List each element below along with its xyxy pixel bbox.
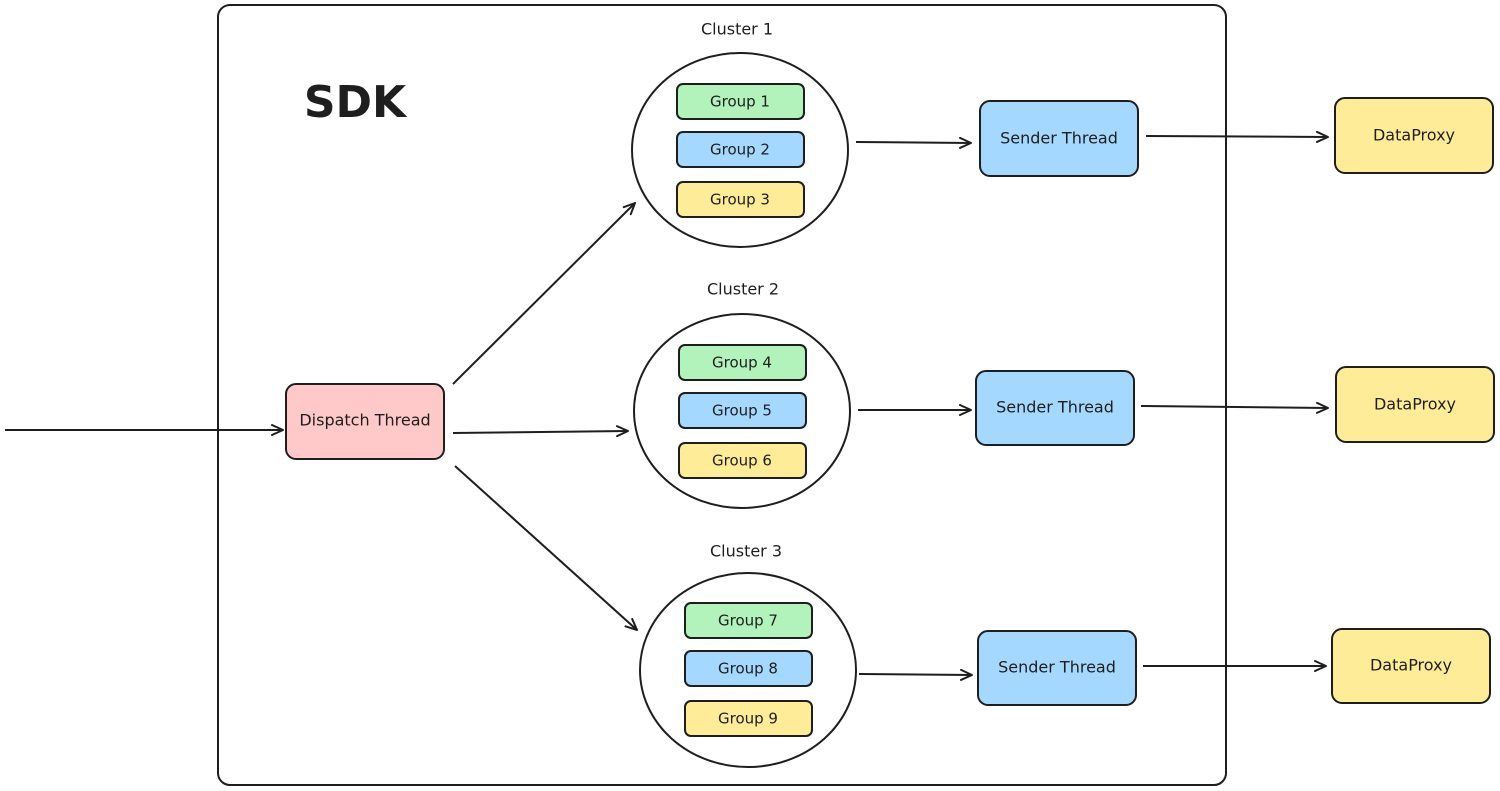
dataproxy-node-1: DataProxy — [1334, 97, 1494, 174]
cluster-title: Cluster 3 — [710, 542, 782, 561]
group-box: Group 8 — [684, 650, 813, 687]
sender-thread-label: Sender Thread — [1000, 129, 1118, 148]
group-label: Group 1 — [710, 93, 770, 111]
group-box: Group 4 — [678, 344, 807, 381]
cluster-1-to-sender-arrow — [855, 136, 972, 149]
sdk-container — [217, 4, 1227, 786]
cluster-1: Cluster 1 Group 1 Group 2 Group 3 — [631, 20, 849, 248]
sender-thread-label: Sender Thread — [998, 658, 1116, 677]
sdk-title: SDK — [304, 77, 408, 128]
dataproxy-label: DataProxy — [1370, 656, 1452, 675]
group-label: Group 4 — [712, 354, 772, 372]
dispatch-to-cluster-1-arrow — [452, 202, 636, 385]
group-label: Group 3 — [710, 191, 770, 209]
group-label: Group 5 — [712, 402, 772, 420]
sender-thread-node-1: Sender Thread — [979, 100, 1139, 177]
dataproxy-node-3: DataProxy — [1331, 628, 1491, 704]
cluster-2: Cluster 2 Group 4 Group 5 Group 6 — [633, 280, 851, 509]
sender-thread-label: Sender Thread — [996, 398, 1114, 417]
group-box: Group 1 — [676, 83, 805, 120]
group-label: Group 7 — [718, 612, 778, 630]
group-box: Group 7 — [684, 602, 813, 639]
group-box: Group 2 — [676, 131, 805, 168]
group-box: Group 3 — [676, 181, 805, 218]
dataproxy-label: DataProxy — [1374, 395, 1456, 414]
group-box: Group 9 — [684, 700, 813, 737]
dispatch-thread-node: Dispatch Thread — [285, 383, 445, 460]
group-label: Group 8 — [718, 660, 778, 678]
dataproxy-label: DataProxy — [1373, 126, 1455, 145]
dispatch-thread-label: Dispatch Thread — [299, 411, 430, 430]
dispatch-to-cluster-3-arrow — [454, 465, 638, 631]
group-label: Group 2 — [710, 141, 770, 159]
sender-thread-node-2: Sender Thread — [975, 370, 1135, 446]
cluster-3: Cluster 3 Group 7 Group 8 Group 9 — [639, 542, 857, 768]
cluster-3-to-sender-arrow — [858, 668, 973, 681]
dataproxy-node-2: DataProxy — [1335, 366, 1495, 443]
cluster-title: Cluster 1 — [701, 20, 773, 39]
sender-1-to-proxy-arrow — [1145, 130, 1329, 143]
dispatch-to-cluster-2-arrow — [452, 425, 629, 438]
group-box: Group 5 — [678, 392, 807, 429]
group-label: Group 6 — [712, 452, 772, 470]
group-box: Group 6 — [678, 442, 807, 479]
sender-thread-node-3: Sender Thread — [977, 630, 1137, 706]
group-label: Group 9 — [718, 710, 778, 728]
sender-2-to-proxy-arrow — [1140, 401, 1329, 414]
cluster-title: Cluster 2 — [707, 280, 779, 299]
